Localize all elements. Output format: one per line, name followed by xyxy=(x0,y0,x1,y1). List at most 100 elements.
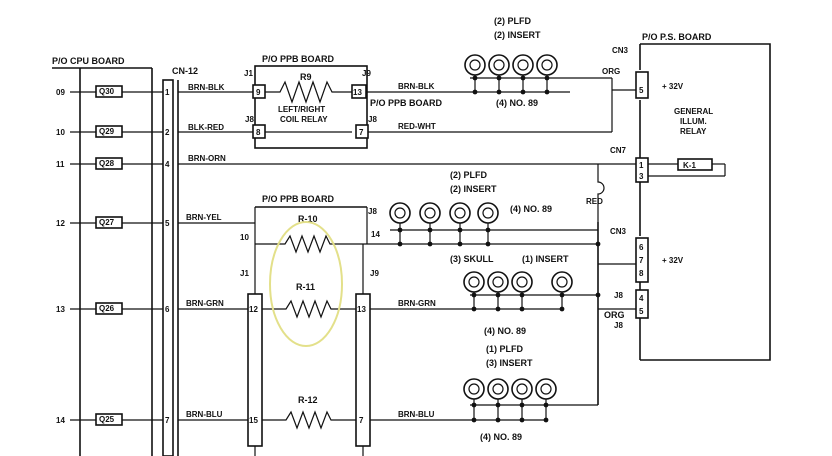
transistor-label: Q28 xyxy=(99,159,115,168)
lamp-g3-line2: (1) INSERT xyxy=(522,254,569,264)
resistor-r11 xyxy=(262,299,356,319)
cpu-pin-label: 13 xyxy=(56,305,65,314)
r9-label: R9 xyxy=(300,72,312,82)
cpu-row-q29: 10 Q29 xyxy=(56,125,163,138)
pin-label-13: 13 xyxy=(353,88,362,97)
pin-label-7b: 7 xyxy=(359,416,364,425)
ppb-top-j9: J9 xyxy=(362,69,371,78)
ps-32v-bottom: + 32V xyxy=(662,256,684,265)
ps-pin-6: 6 xyxy=(639,243,644,252)
lamp-bulb-icon xyxy=(535,378,557,400)
wire-label-brn-orn: BRN-ORN xyxy=(188,154,226,163)
cpu-row-q30: 09 Q30 xyxy=(56,85,163,98)
cn12-pin: 7 xyxy=(165,416,170,425)
lamp-g4-type: (4) NO. 89 xyxy=(480,432,522,442)
lamp-bulb-icon xyxy=(463,271,485,293)
wire-label-red: RED xyxy=(586,197,603,206)
cpu-row-q27: 12 Q27 xyxy=(56,216,163,229)
k1-label: K-1 xyxy=(683,161,696,170)
lamp-g1-line2: (2) INSERT xyxy=(494,30,541,40)
wire-label-brn-blu-out: BRN-BLU xyxy=(398,410,435,419)
ps-board-outline xyxy=(640,43,771,361)
pin-label-14: 14 xyxy=(371,230,380,239)
ppb-mid-j8: J8 xyxy=(368,207,377,216)
lamp-bulb-icon xyxy=(463,378,485,400)
lamp-g2-line2: (2) INSERT xyxy=(450,184,497,194)
lamp-group-1 xyxy=(464,54,570,95)
wire-label-red-wht: RED-WHT xyxy=(398,122,436,131)
transistor-label: Q25 xyxy=(99,415,115,424)
lamp-bulb-icon xyxy=(488,54,510,76)
ppb-mid-title: P/O PPB BOARD xyxy=(262,194,335,204)
lamp-group-2 xyxy=(389,202,500,247)
relay-coil-zigzag xyxy=(265,80,352,104)
ps-cn7-connector xyxy=(635,157,649,183)
wire-label-org-j8: ORG xyxy=(604,310,625,320)
lamp-g1-type: (4) NO. 89 xyxy=(496,98,538,108)
cpu-board-title: P/O CPU BOARD xyxy=(52,56,125,66)
r11-label: R-11 xyxy=(296,282,315,292)
ps-pin-3: 3 xyxy=(639,172,644,181)
cpu-row-q25: 14 Q25 xyxy=(56,413,163,426)
wire-label-brn-grn-in: BRN-GRN xyxy=(186,299,224,308)
ps-pin-5b: 5 xyxy=(639,307,644,316)
resistor-r12 xyxy=(262,410,356,430)
transistor-label: Q30 xyxy=(99,87,115,96)
lamp-g1-line1: (2) PLFD xyxy=(494,16,531,26)
lamp-bulb-icon xyxy=(551,271,573,293)
cpu-pin-label: 11 xyxy=(56,160,65,169)
ppb-top-j8-left: J8 xyxy=(245,115,254,124)
lamp-g3-type: (4) NO. 89 xyxy=(484,326,526,336)
ps-cn3-top-connector xyxy=(635,71,649,99)
ppb-top-j8-right: J8 xyxy=(368,115,377,124)
pin-label-15: 15 xyxy=(249,416,258,425)
ps-cn3-bottom-connector xyxy=(635,237,649,283)
ppb-top-sublabel: P/O PPB BOARD xyxy=(370,98,443,108)
cn12-pin: 2 xyxy=(165,128,170,137)
r10-label: R-10 xyxy=(298,214,318,224)
r12-label: R-12 xyxy=(298,395,318,405)
lamp-g2-type: (4) NO. 89 xyxy=(510,204,552,214)
ps-pin-8: 8 xyxy=(639,269,644,278)
wire-label-org: ORG xyxy=(602,67,620,76)
wire-label-brn-blk-out: BRN-BLK xyxy=(398,82,435,91)
ppb-top-board-outline xyxy=(254,65,368,149)
ps-relay-line3: RELAY xyxy=(680,127,707,136)
highlight-ellipse xyxy=(269,221,343,347)
ppb-top-j1: J1 xyxy=(244,69,253,78)
ppb-top-title: P/O PPB BOARD xyxy=(262,54,335,64)
ps-j8-bottom-label: J8 xyxy=(614,321,623,330)
resistor-r10 xyxy=(255,234,367,254)
ps-relay-line1: GENERAL xyxy=(674,107,713,116)
pin-label-13b: 13 xyxy=(357,305,366,314)
ps-pin-4: 4 xyxy=(639,294,644,303)
lamp-bulb-icon xyxy=(487,271,509,293)
ppb-mid-j9: J9 xyxy=(370,269,379,278)
ps-relay-line2: ILLUM. xyxy=(680,117,707,126)
ps-cn7-label: CN7 xyxy=(610,146,627,155)
lamp-g4-line1: (1) PLFD xyxy=(486,344,523,354)
pin-label-9: 9 xyxy=(256,88,261,97)
relay-label-line1: LEFT/RIGHT xyxy=(278,105,325,114)
lamp-bulb-icon xyxy=(511,271,533,293)
cn12-label: CN-12 xyxy=(172,66,198,76)
ps-32v-top: + 32V xyxy=(662,82,684,91)
ps-pin-1: 1 xyxy=(639,161,644,170)
transistor-label: Q26 xyxy=(99,304,115,313)
cpu-pin-label: 09 xyxy=(56,88,65,97)
ps-j8-top-label: J8 xyxy=(614,291,623,300)
ps-cn3-top-label: CN3 xyxy=(612,46,629,55)
ps-board-title: P/O P.S. BOARD xyxy=(642,32,712,42)
lamp-bulb-icon xyxy=(449,202,471,224)
wire-label-brn-yel: BRN-YEL xyxy=(186,213,222,222)
lamp-bulb-icon xyxy=(487,378,509,400)
cpu-pin-label: 14 xyxy=(56,416,65,425)
pin-label-12: 12 xyxy=(249,305,258,314)
ps-pin-7: 7 xyxy=(639,256,644,265)
lamp-bulb-icon xyxy=(477,202,499,224)
relay-label-line2: COIL RELAY xyxy=(280,115,328,124)
lamp-group-3 xyxy=(463,271,598,312)
lamp-bulb-icon xyxy=(511,378,533,400)
lamp-bulb-icon xyxy=(389,202,411,224)
